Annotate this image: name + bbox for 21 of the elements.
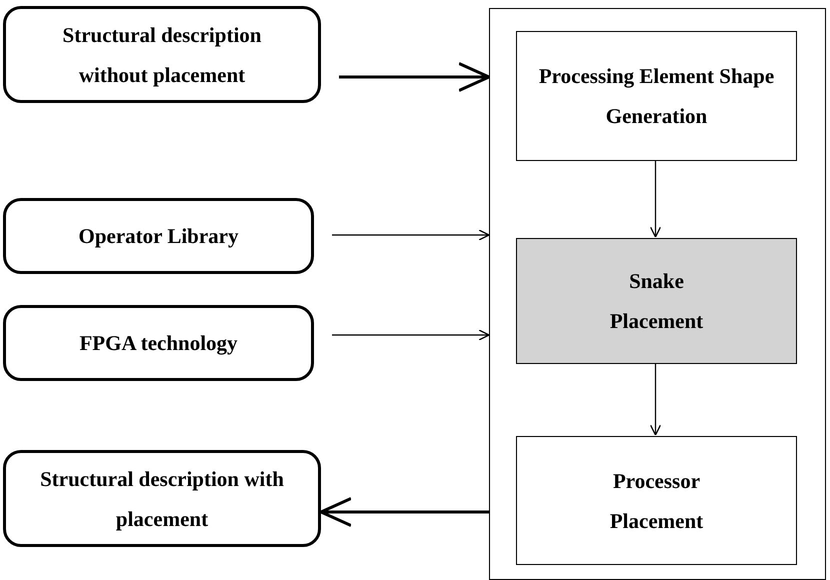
process-box	[516, 436, 797, 565]
box-label: Snake Placement	[608, 268, 704, 335]
arrow	[320, 497, 489, 527]
input-output-box	[3, 305, 314, 381]
arrow	[332, 329, 490, 341]
arrow	[650, 160, 662, 238]
arrow	[650, 363, 662, 436]
panel-frame	[489, 8, 826, 580]
process-box	[516, 31, 797, 161]
input-output-box	[3, 198, 314, 274]
box-label: Operator Library	[78, 223, 238, 250]
input-output-box	[3, 450, 321, 547]
box-label: Structural description without placement	[62, 22, 262, 88]
arrow	[339, 62, 490, 92]
box-label: FPGA technology	[79, 330, 238, 357]
box-label: Processor Placement	[608, 468, 704, 534]
box-label: Structural description with placement	[39, 466, 285, 532]
input-output-box	[3, 6, 321, 103]
box-label: Processing Element Shape Generation	[538, 63, 776, 130]
process-box	[516, 238, 797, 364]
arrow	[332, 229, 490, 241]
